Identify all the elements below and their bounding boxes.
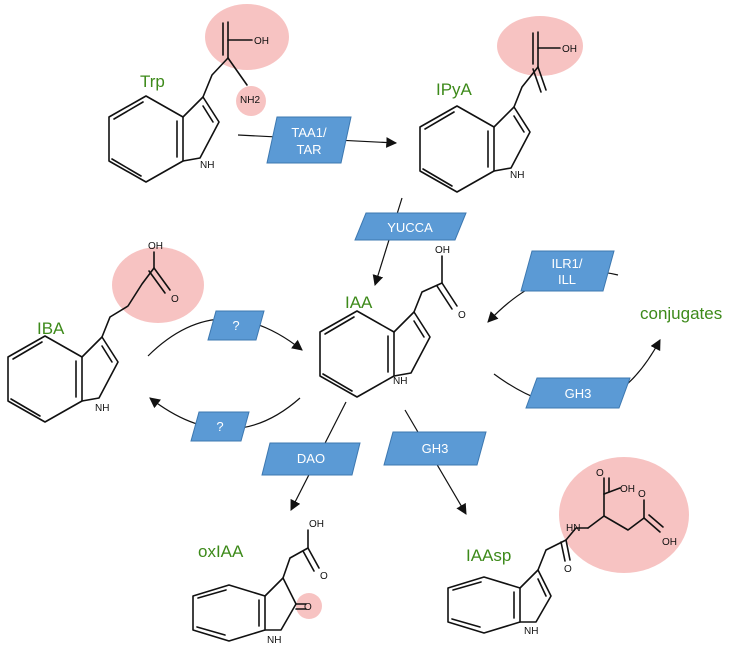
enzyme-unknown-to-iaa-label: ? bbox=[232, 318, 239, 333]
iaasp-oh2-atom: OH bbox=[662, 537, 677, 548]
oxiaa-oxo-highlight bbox=[296, 593, 322, 619]
compound-label-trp: Trp bbox=[140, 72, 165, 91]
enzyme-taa1-line2: TAR bbox=[296, 142, 321, 157]
compound-label-ipya: IPyA bbox=[436, 80, 473, 99]
enzyme-dao: DAO bbox=[261, 442, 361, 476]
iaasp-o1-atom: O bbox=[596, 468, 604, 479]
trp-molecule: NH NH2 OH bbox=[108, 21, 269, 183]
enzyme-ilr1-line1: ILR1/ bbox=[551, 256, 582, 271]
compound-label-iaa: IAA bbox=[345, 293, 373, 312]
compound-label-oxiaa: oxIAA bbox=[198, 542, 244, 561]
enzyme-yucca: YUCCA bbox=[354, 212, 467, 241]
enzyme-taa1-tar: TAA1/ TAR bbox=[266, 116, 352, 164]
iaasp-o2-atom: O bbox=[638, 489, 646, 500]
trp-amine-highlight bbox=[236, 86, 266, 116]
enzyme-ilr1-ill: ILR1/ ILL bbox=[520, 250, 615, 292]
trp-nh-atom: NH bbox=[200, 160, 214, 171]
iaasp-o3-atom: O bbox=[564, 564, 572, 575]
compound-label-iaasp: IAAsp bbox=[466, 546, 511, 565]
enzyme-gh3-aspartate: GH3 bbox=[383, 431, 487, 466]
ipya-molecule: NH OH bbox=[419, 31, 577, 193]
trp-nh2-atom: NH2 bbox=[240, 95, 260, 106]
trp-carboxyl-highlight bbox=[205, 4, 289, 70]
enzyme-yucca-label: YUCCA bbox=[387, 220, 433, 235]
enzyme-gh3-conj-label: GH3 bbox=[565, 386, 592, 401]
oxiaa-oxo-atom: O bbox=[304, 602, 312, 613]
enzyme-gh3-asp-label: GH3 bbox=[422, 441, 449, 456]
enzyme-gh3-conjugation: GH3 bbox=[525, 377, 631, 409]
iaa-o-atom: O bbox=[458, 310, 466, 321]
iaa-molecule: OH O NH bbox=[319, 245, 466, 398]
iba-molecule: OH O NH bbox=[7, 241, 179, 423]
enzyme-ilr1-line2: ILL bbox=[558, 272, 576, 287]
enzyme-taa1-line1: TAA1/ bbox=[291, 125, 327, 140]
oxiaa-nh-atom: NH bbox=[267, 635, 281, 646]
enzyme-unknown-to-iba-label: ? bbox=[216, 419, 223, 434]
ipya-oh-atom: OH bbox=[562, 44, 577, 55]
enzyme-unknown-to-iaa: ? bbox=[207, 310, 265, 341]
iaasp-oh1-atom: OH bbox=[620, 484, 635, 495]
compound-label-iba: IBA bbox=[37, 319, 65, 338]
oxiaa-o-atom: O bbox=[320, 571, 328, 582]
iaasp-aspartate-highlight bbox=[559, 457, 689, 573]
ipya-nh-atom: NH bbox=[510, 170, 524, 181]
enzyme-unknown-to-iba: ? bbox=[190, 411, 250, 442]
ipya-keto-highlight bbox=[497, 16, 583, 76]
iba-carboxyl-highlight bbox=[112, 247, 204, 323]
highlights bbox=[112, 4, 689, 619]
ipya-to-iaa-arrow bbox=[372, 197, 403, 287]
iaasp-molecule: HN OH O O OH O NH bbox=[447, 468, 677, 637]
iaa-oh-atom: OH bbox=[435, 245, 450, 256]
enzyme-dao-label: DAO bbox=[297, 451, 325, 466]
iaasp-hn-atom: HN bbox=[566, 523, 580, 534]
trp-oh-atom: OH bbox=[254, 36, 269, 47]
iba-nh-atom: NH bbox=[95, 403, 109, 414]
oxiaa-molecule: OH O O NH bbox=[192, 519, 328, 646]
oxiaa-oh-atom: OH bbox=[309, 519, 324, 530]
iaasp-nh-atom: NH bbox=[524, 626, 538, 637]
compound-label-conjugates: conjugates bbox=[640, 304, 722, 323]
iba-oh-atom: OH bbox=[148, 241, 163, 252]
iba-o-atom: O bbox=[171, 294, 179, 305]
iaa-nh-atom: NH bbox=[393, 376, 407, 387]
